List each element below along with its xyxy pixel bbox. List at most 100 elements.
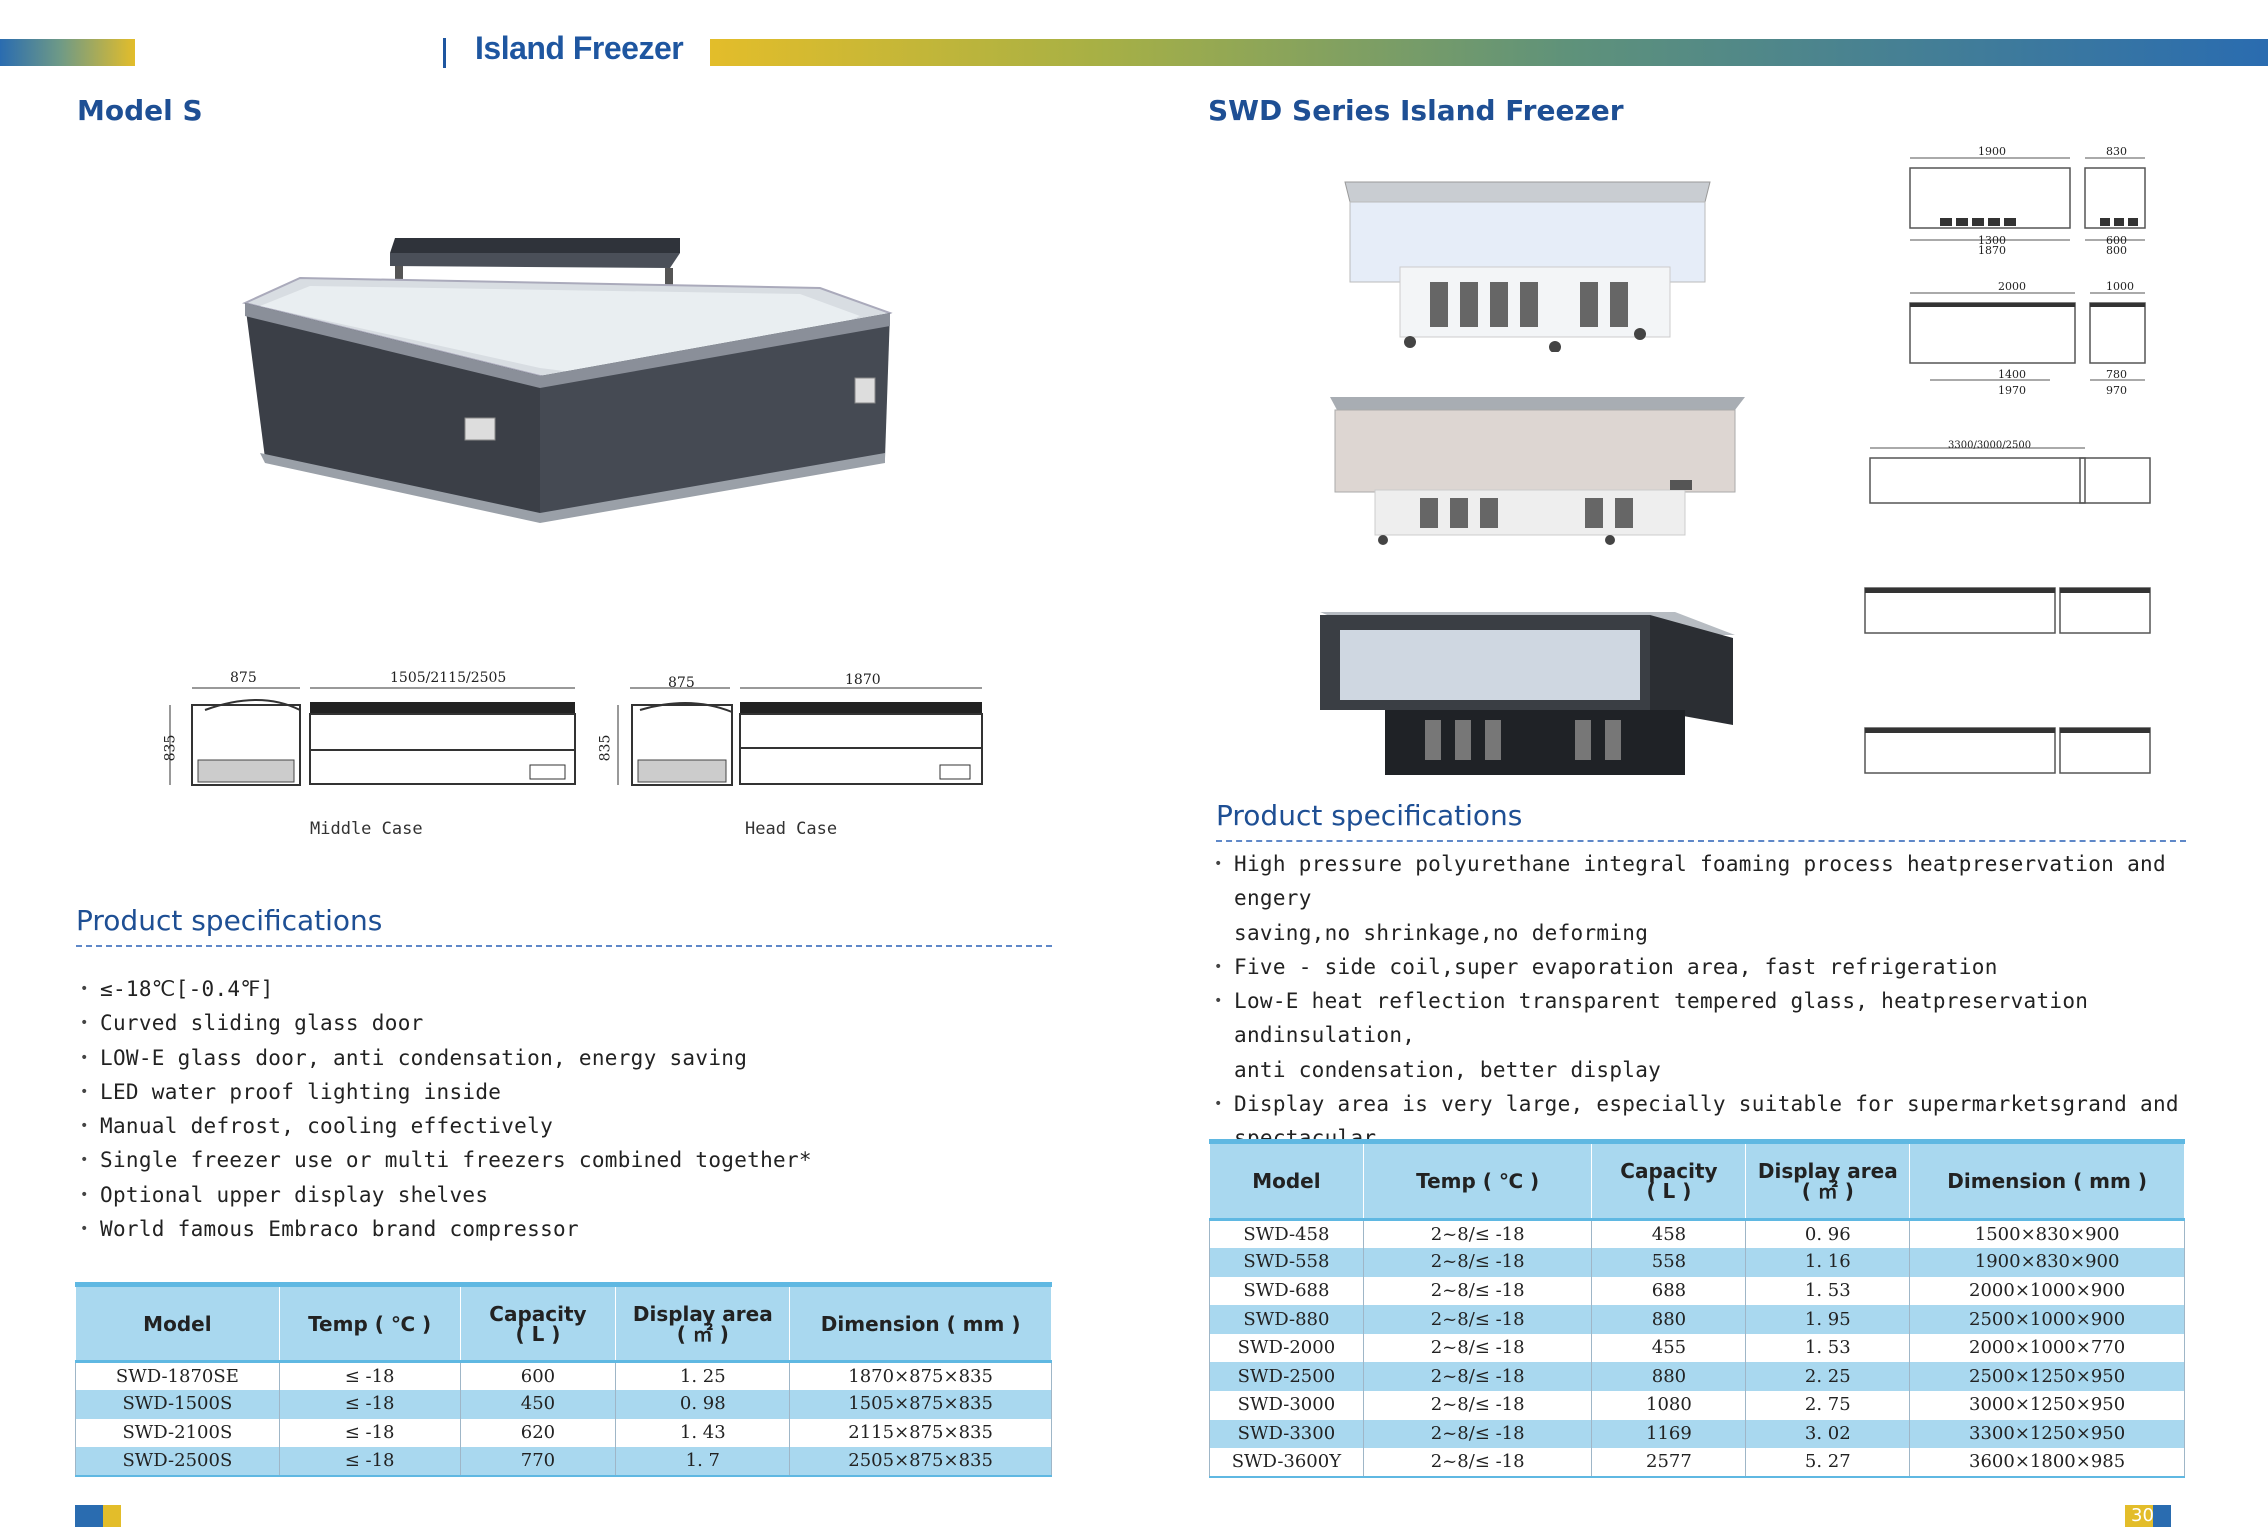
- cell-area: 2. 25: [1745, 1362, 1911, 1392]
- col-header-dimension: Dimension ( mm ): [1909, 1141, 2185, 1220]
- cell-temp: 2~8/≤ -18: [1362, 1362, 1593, 1392]
- list-item: saving,no shrinkage,no deforming: [1234, 920, 1649, 945]
- cell-dimension: 2115×875×835: [789, 1418, 1052, 1447]
- cell-area: 1. 95: [1745, 1305, 1911, 1334]
- cell-temp: 2~8/≤ -18: [1362, 1419, 1593, 1449]
- cell-dimension: 2500×1000×900: [1909, 1305, 2185, 1334]
- cell-capacity: 620: [459, 1418, 617, 1447]
- cell-capacity: 1169: [1591, 1419, 1747, 1449]
- head-case-caption: Head Case: [745, 819, 838, 839]
- freezer-dimension-drawings: [1864, 157, 2151, 774]
- list-item: World famous Embraco brand compressor: [76, 1212, 1036, 1247]
- d2-side-label: 1000: [2106, 280, 2134, 293]
- header-title: Island Freezer: [475, 30, 684, 66]
- freezer-image-2: [1330, 397, 1745, 545]
- middle-width-label: 875: [230, 670, 257, 686]
- cell-dimension: 3300×1250×950: [1909, 1419, 2185, 1449]
- list-item: anti condensation, better display: [1234, 1057, 1662, 1082]
- d1-bottom-2-label: 1870: [1978, 244, 2006, 257]
- list-item: Optional upper display shelves: [76, 1178, 1036, 1213]
- list-item: LED water proof lighting inside: [76, 1075, 1036, 1110]
- col-header-model: Model: [1209, 1141, 1364, 1220]
- d1-top-label: 1900: [1978, 145, 2006, 158]
- cell-model: SWD-3300: [1209, 1419, 1364, 1449]
- d1-side-bottom-1-label: 600: [2106, 234, 2127, 247]
- cell-model: SWD-3000: [1209, 1391, 1364, 1420]
- cell-model: SWD-3600Y: [1209, 1448, 1364, 1477]
- cell-model: SWD-558: [1209, 1248, 1364, 1277]
- cell-dimension: 2500×1250×950: [1909, 1362, 2185, 1392]
- middle-length-label: 1505/2115/2505: [390, 670, 507, 686]
- cell-capacity: 558: [1591, 1248, 1747, 1277]
- middle-case-caption: Middle Case: [310, 819, 423, 839]
- cell-temp: ≤ -18: [278, 1390, 461, 1419]
- cell-capacity: 880: [1591, 1305, 1747, 1334]
- model-s-freezer-image: [241, 238, 893, 523]
- cell-area: 1. 16: [1745, 1248, 1911, 1277]
- left-spec-title: Product specifications: [76, 904, 383, 937]
- head-width-label: 875: [668, 675, 695, 691]
- d1-side-label: 830: [2106, 145, 2127, 158]
- right-spec-title: Product specifications: [1216, 799, 1523, 832]
- cell-model: SWD-458: [1209, 1219, 1364, 1249]
- d2-top-label: 2000: [1998, 280, 2026, 293]
- cell-model: SWD-1500S: [75, 1390, 280, 1419]
- d2-side-bottom-1-label: 780: [2106, 368, 2127, 381]
- cell-temp: 2~8/≤ -18: [1362, 1219, 1593, 1249]
- cell-capacity: 688: [1591, 1276, 1747, 1306]
- left-spec-divider: [76, 945, 1052, 947]
- cell-temp: 2~8/≤ -18: [1362, 1276, 1593, 1306]
- series-title: SWD Series Island Freezer: [1208, 94, 1624, 127]
- cell-area: 1. 25: [615, 1361, 791, 1390]
- cell-dimension: 1505×875×835: [789, 1390, 1052, 1419]
- middle-height-label: 835: [162, 734, 179, 762]
- page-number-right: 30: [2125, 1505, 2171, 1527]
- col-header-display-area: Display area( ㎡ ): [615, 1284, 791, 1362]
- head-case-drawing: [617, 687, 983, 786]
- header-separator: [443, 38, 446, 68]
- list-item: Curved sliding glass door: [76, 1006, 1036, 1041]
- cell-model: SWD-880: [1209, 1305, 1364, 1334]
- cell-capacity: 455: [1591, 1333, 1747, 1363]
- cell-temp: ≤ -18: [278, 1447, 461, 1476]
- cell-area: 1. 53: [1745, 1333, 1911, 1363]
- cell-temp: 2~8/≤ -18: [1362, 1333, 1593, 1363]
- list-item: Manual defrost, cooling effectively: [76, 1109, 1036, 1144]
- cell-area: 3. 02: [1745, 1419, 1911, 1449]
- col-header-temp: Temp ( ℃ ): [1362, 1141, 1593, 1220]
- cell-capacity: 880: [1591, 1362, 1747, 1392]
- cell-dimension: 2000×1000×770: [1909, 1333, 2185, 1363]
- col-header-model: Model: [75, 1284, 280, 1362]
- cell-capacity: 1080: [1591, 1391, 1747, 1420]
- cell-capacity: 450: [459, 1390, 617, 1419]
- right-spec-divider: [1216, 840, 2186, 842]
- cell-capacity: 2577: [1591, 1448, 1747, 1477]
- cell-model: SWD-2000: [1209, 1333, 1364, 1363]
- cell-dimension: 3000×1250×950: [1909, 1391, 2185, 1420]
- cell-model: SWD-688: [1209, 1276, 1364, 1306]
- list-item: Single freezer use or multi freezers com…: [76, 1143, 1036, 1178]
- cell-dimension: 1870×875×835: [789, 1361, 1052, 1390]
- cell-model: SWD-1870SE: [75, 1361, 280, 1390]
- cell-dimension: 3600×1800×985: [1909, 1448, 2185, 1477]
- cell-dimension: 2505×875×835: [789, 1447, 1052, 1476]
- list-item: LOW-E glass door, anti condensation, ene…: [76, 1041, 1036, 1076]
- list-item: High pressure polyurethane integral foam…: [1210, 847, 2240, 916]
- cell-area: 2. 75: [1745, 1391, 1911, 1420]
- cell-temp: 2~8/≤ -18: [1362, 1448, 1593, 1477]
- cell-temp: 2~8/≤ -18: [1362, 1391, 1593, 1420]
- col-header-temp: Temp ( ℃ ): [278, 1284, 461, 1362]
- d2-bottom-1-label: 1400: [1998, 368, 2026, 381]
- col-header-dimension: Dimension ( mm ): [789, 1284, 1052, 1362]
- d1-bottom-1-label: 1300: [1978, 234, 2006, 247]
- list-item: ≤-18℃[-0.4℉]: [76, 972, 1036, 1007]
